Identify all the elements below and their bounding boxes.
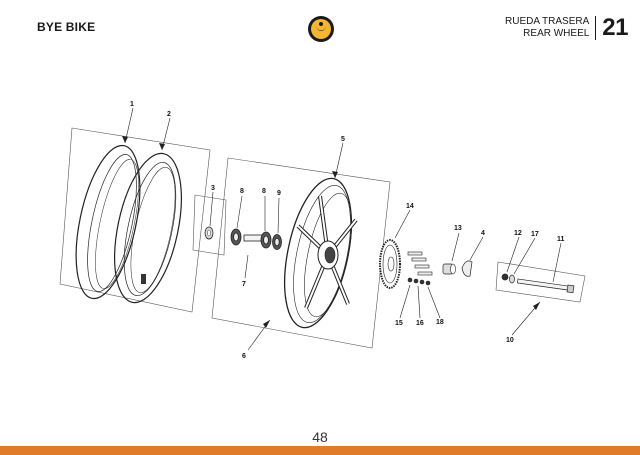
brand-name: BYE BIKE: [37, 20, 96, 34]
bye-bike-logo-icon: [308, 16, 334, 42]
wheel-rim-part: [284, 177, 358, 329]
callout-leaders: [124, 107, 562, 351]
callout-3: 3: [211, 185, 215, 192]
spacer-frame: [192, 194, 227, 256]
section-titles: RUEDA TRASERA REAR WHEEL: [505, 16, 589, 40]
callout-9: 9: [277, 190, 281, 197]
callout-8a: 8: [240, 188, 244, 195]
footer-bar: [0, 446, 640, 455]
callout-16: 16: [416, 320, 424, 327]
sprocket-bolts: [407, 251, 433, 286]
callout-13: 13: [454, 225, 462, 232]
callout-17: 17: [531, 231, 539, 238]
sprocket-part: [379, 239, 401, 289]
header-divider: [595, 16, 597, 40]
title-spanish: RUEDA TRASERA: [505, 16, 590, 27]
axle-part: [501, 273, 575, 294]
callout-1: 1: [130, 101, 134, 108]
callout-6: 6: [242, 353, 246, 360]
section-number: 21: [602, 14, 628, 41]
section-header: RUEDA TRASERA REAR WHEEL 21: [505, 14, 628, 42]
spacer-part: [204, 226, 214, 240]
callout-11: 11: [557, 236, 565, 243]
callout-arrowheads: [122, 136, 540, 328]
callout-18: 18: [436, 319, 444, 326]
callout-7: 7: [242, 281, 246, 288]
wheel-group-frame: [211, 157, 391, 349]
callout-10: 10: [506, 337, 514, 344]
callout-8b: 8: [262, 188, 266, 195]
page-number: 48: [312, 429, 328, 445]
collar-part: [442, 263, 456, 275]
callout-15: 15: [395, 320, 403, 327]
callout-12: 12: [514, 230, 522, 237]
inner-tube-part: [114, 152, 182, 304]
title-english: REAR WHEEL: [523, 28, 590, 39]
callout-5: 5: [341, 136, 345, 143]
axle-frame: [495, 261, 586, 303]
tire-part: [75, 144, 141, 300]
callout-14: 14: [406, 203, 414, 210]
callout-2: 2: [167, 111, 171, 118]
callout-4: 4: [481, 230, 485, 237]
chain-adjuster-part: [461, 260, 473, 277]
bearing-set: [230, 228, 282, 250]
